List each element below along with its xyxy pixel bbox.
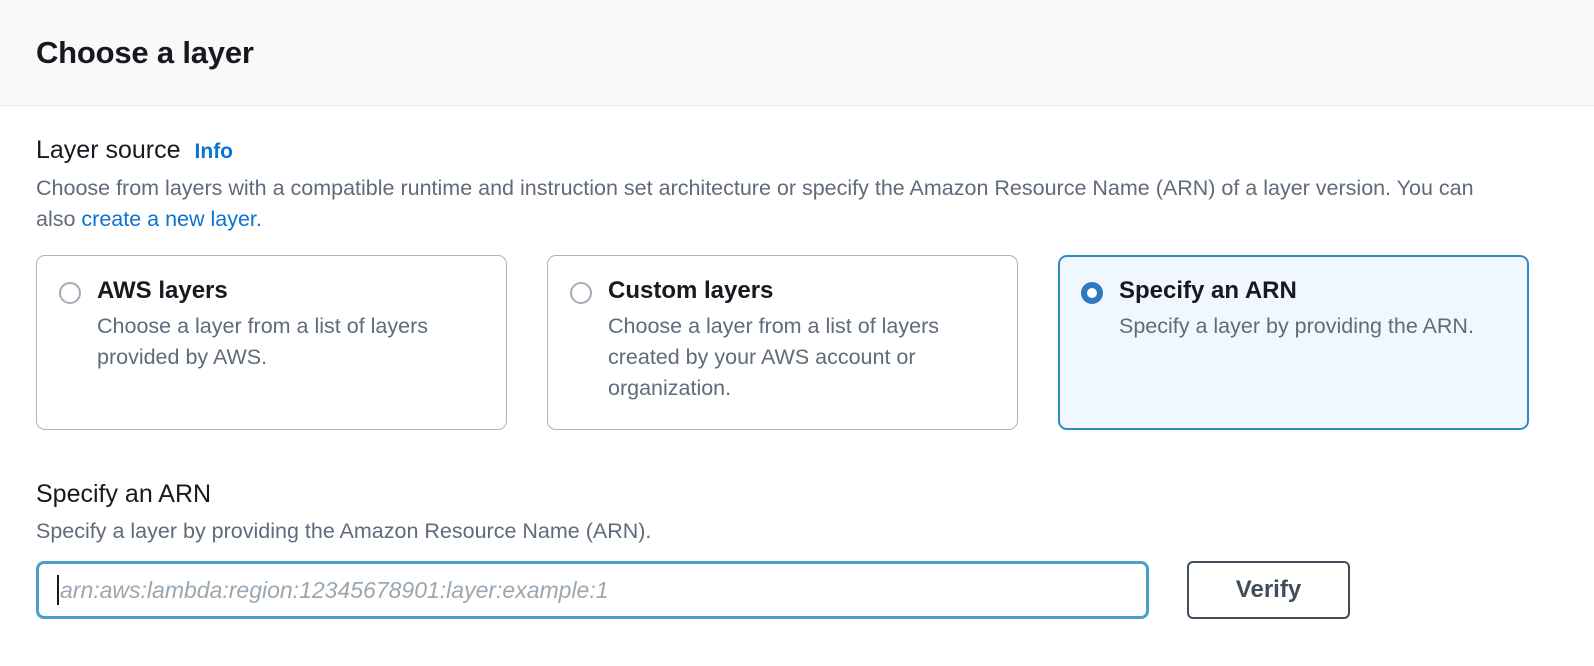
- arn-input[interactable]: arn:aws:lambda:region:12345678901:layer:…: [36, 561, 1149, 619]
- arn-section-description: Specify a layer by providing the Amazon …: [36, 519, 652, 543]
- modal-header: Choose a layer: [0, 0, 1594, 106]
- radio-tile-specify-an-arn-description: Specify a layer by providing the ARN.: [1119, 314, 1474, 338]
- create-a-new-layer-link[interactable]: create a new layer: [81, 207, 256, 231]
- radio-tile-aws-layers-description: Choose a layer from a list of layers pro…: [97, 314, 428, 369]
- radio-tile-aws-layers-title: AWS layers: [97, 277, 228, 304]
- arn-input-row: arn:aws:lambda:region:12345678901:layer:…: [36, 561, 1558, 619]
- arn-input-placeholder: arn:aws:lambda:region:12345678901:layer:…: [60, 576, 609, 603]
- arn-section: Specify an ARN Specify a layer by provid…: [36, 480, 1558, 619]
- radio-tile-custom-layers[interactable]: Custom layers Choose a layer from a list…: [547, 255, 1018, 430]
- radio-tile-custom-layers-text: Custom layers Choose a layer from a list…: [608, 276, 995, 429]
- info-link[interactable]: Info: [194, 140, 234, 163]
- radio-tile-specify-an-arn-title: Specify an ARN: [1119, 277, 1297, 304]
- page-title: Choose a layer: [36, 34, 254, 70]
- radio-tile-specify-an-arn-text: Specify an ARN Specify a layer by provid…: [1119, 276, 1506, 428]
- layer-source-label-row: Layer source Info: [36, 136, 1558, 165]
- radio-tile-aws-layers-text: AWS layers Choose a layer from a list of…: [97, 276, 484, 429]
- arn-section-title: Specify an ARN: [36, 480, 212, 508]
- radio-tile-aws-layers[interactable]: AWS layers Choose a layer from a list of…: [36, 255, 507, 430]
- radio-tile-specify-an-arn[interactable]: Specify an ARN Specify a layer by provid…: [1058, 255, 1529, 430]
- radio-icon-custom-layers[interactable]: [570, 282, 592, 304]
- verify-button[interactable]: Verify: [1187, 561, 1350, 619]
- layer-source-description-period: .: [255, 207, 262, 231]
- radio-icon-specify-an-arn-selected[interactable]: [1081, 282, 1103, 304]
- radio-tile-custom-layers-description: Choose a layer from a list of layers cre…: [608, 314, 939, 400]
- radio-icon-aws-layers[interactable]: [59, 282, 81, 304]
- text-caret: [57, 575, 59, 605]
- layer-source-description-text: Choose from layers with a compatible run…: [36, 176, 1474, 231]
- modal-body: Layer source Info Choose from layers wit…: [0, 106, 1594, 619]
- layer-source-label: Layer source: [36, 136, 181, 164]
- radio-tile-custom-layers-title: Custom layers: [608, 277, 774, 304]
- layer-source-description: Choose from layers with a compatible run…: [36, 173, 1506, 235]
- layer-source-radio-group: AWS layers Choose a layer from a list of…: [36, 255, 1558, 430]
